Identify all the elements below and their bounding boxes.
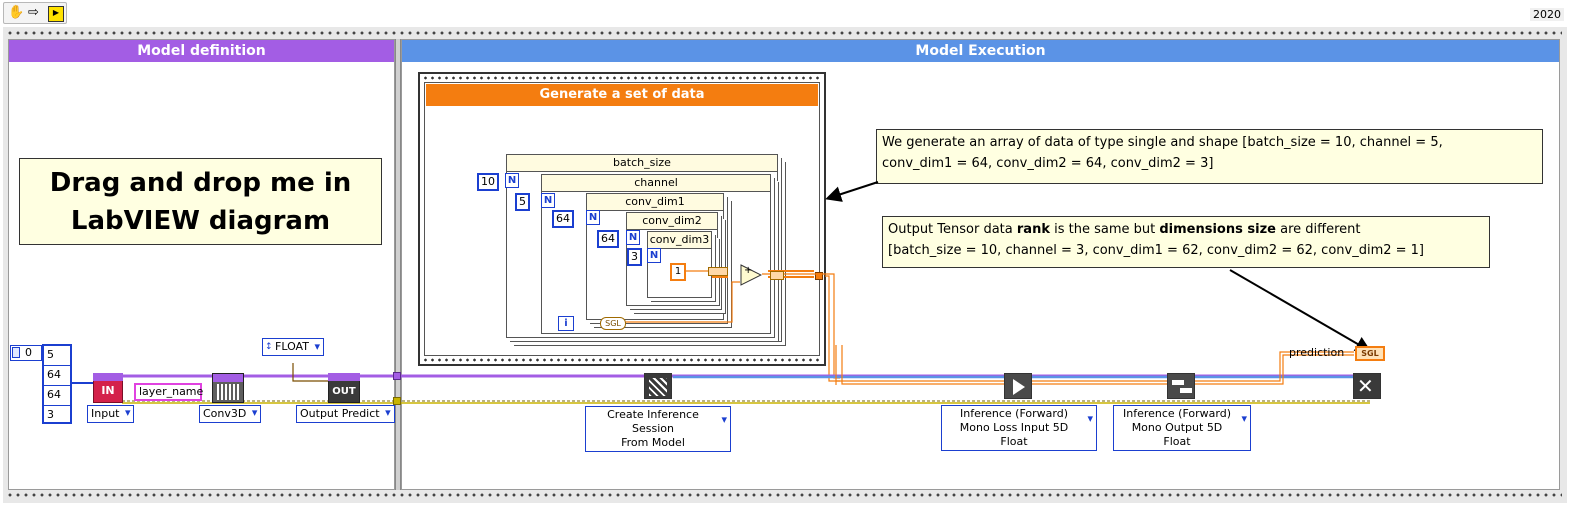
loop-label-batch-size: batch_size <box>507 155 777 172</box>
const-conv-dim1[interactable]: 64 <box>552 210 574 228</box>
close-session-icon: ✕ <box>1357 374 1374 398</box>
forward-output-arrow-icon: ▾ <box>1241 412 1247 425</box>
const-conv-dim2[interactable]: 64 <box>597 230 619 248</box>
arrow-icon[interactable]: ⇨ <box>28 5 39 20</box>
forward-input-icon <box>1013 379 1025 395</box>
output-predict-ring[interactable]: Output Predict <box>296 405 395 423</box>
generate-note-line2: conv_dim1 = 64, conv_dim2 = 64, conv_dim… <box>882 156 1214 171</box>
loop-label-channel: channel <box>542 175 770 192</box>
n-terminal-batch: N <box>505 173 519 188</box>
tunnel-outer <box>770 271 784 280</box>
n-terminal-conv-dim1: N <box>586 210 600 225</box>
n-terminal-conv-dim3: N <box>647 248 661 263</box>
float-ring-arrow-icon: ▾ <box>314 340 320 353</box>
input-ring[interactable]: Input <box>87 405 135 423</box>
model-execution-header: Model Execution <box>402 40 1559 62</box>
create-session-icon <box>649 378 667 396</box>
float-ring[interactable]: ↕ FLOAT ▾ <box>262 338 324 356</box>
tunnel-error <box>393 397 401 405</box>
generate-film-top <box>422 75 822 81</box>
prediction-indicator[interactable]: SGL <box>1355 346 1385 361</box>
n-terminal-channel: N <box>541 193 555 208</box>
tunnel-inner <box>708 267 728 276</box>
output-note-line2: [batch_size = 10, channel = 3, conv_dim1… <box>888 243 1425 258</box>
version-year: 2020 <box>1530 8 1564 21</box>
array-index-spinner-icon[interactable] <box>12 347 20 358</box>
annotation-arrows <box>825 181 1372 353</box>
drag-note-line2: LabVIEW diagram <box>70 206 331 236</box>
forward-input-arrow-icon: ▾ <box>1087 412 1093 425</box>
tunnel-output <box>815 272 823 280</box>
hand-icon[interactable]: ✋ <box>8 5 25 20</box>
drag-drop-note: Drag and drop me in LabVIEW diagram <box>19 158 382 245</box>
input-layer-top <box>93 373 123 381</box>
conv3d-node[interactable] <box>212 373 244 403</box>
tunnel-model <box>393 372 401 380</box>
forward-output-ring[interactable]: Inference (Forward) Mono Output 5D Float… <box>1113 405 1251 451</box>
forward-input-ring[interactable]: Inference (Forward) Mono Loss Input 5D F… <box>941 405 1097 451</box>
conv3d-node-top <box>213 374 243 382</box>
array-element[interactable]: 3 <box>47 408 54 421</box>
generate-note: We generate an array of data of type sin… <box>876 129 1543 184</box>
drag-note-line1: Drag and drop me in <box>49 168 352 198</box>
loop-label-conv-dim1: conv_dim1 <box>587 194 723 211</box>
layer-name-const[interactable]: layer_name <box>134 383 203 401</box>
add-node-label: + <box>744 265 753 276</box>
array-shape: 5 64 64 3 <box>42 344 72 424</box>
film-strip-bottom <box>6 491 1562 499</box>
const-one[interactable]: 1 <box>670 263 686 281</box>
forward-output-icon <box>1172 380 1184 385</box>
const-batch-size[interactable]: 10 <box>477 173 499 191</box>
output-note: Output Tensor data rank is the same but … <box>882 216 1490 268</box>
forward-output-node[interactable] <box>1167 373 1195 399</box>
to-single-node[interactable]: SGL <box>600 317 626 330</box>
float-ring-spin-icon: ↕ <box>265 342 273 352</box>
create-session-arrow-icon: ▾ <box>721 413 727 426</box>
add-triangle-icon <box>740 264 763 286</box>
const-channel[interactable]: 5 <box>515 193 530 211</box>
output-note-line1: Output Tensor data rank is the same but … <box>888 222 1361 237</box>
n-terminal-conv-dim2: N <box>626 230 640 245</box>
model-definition-header: Model definition <box>9 40 394 62</box>
generate-header: Generate a set of data <box>426 84 818 106</box>
forward-input-node[interactable] <box>1004 373 1032 399</box>
vi-icon[interactable]: ▶ <box>48 6 64 22</box>
add-node[interactable] <box>740 264 763 286</box>
const-conv-dim3[interactable]: 3 <box>627 248 642 266</box>
create-session-node[interactable] <box>644 373 672 399</box>
generate-note-line1: We generate an array of data of type sin… <box>882 135 1443 150</box>
conv3d-icon <box>217 384 239 400</box>
close-session-node[interactable]: ✕ <box>1353 373 1381 399</box>
loop-label-conv-dim2: conv_dim2 <box>627 213 717 230</box>
conv3d-ring[interactable]: Conv3D <box>199 405 262 423</box>
i-terminal: i <box>558 316 574 331</box>
array-element[interactable]: 5 <box>44 346 70 366</box>
loop-label-conv-dim3: conv_dim3 <box>648 232 711 249</box>
create-session-ring[interactable]: Create Inference Session From Model ▾ <box>585 406 731 452</box>
film-strip-top <box>6 29 1562 37</box>
toolbar: ✋ ⇨ ▶ <box>3 2 67 24</box>
frame-divider <box>395 39 401 490</box>
array-element[interactable]: 64 <box>44 366 70 386</box>
prediction-label: prediction <box>1289 346 1345 359</box>
output-layer-top <box>328 373 360 381</box>
array-element[interactable]: 64 <box>44 386 70 406</box>
generate-film-bottom <box>422 357 822 363</box>
